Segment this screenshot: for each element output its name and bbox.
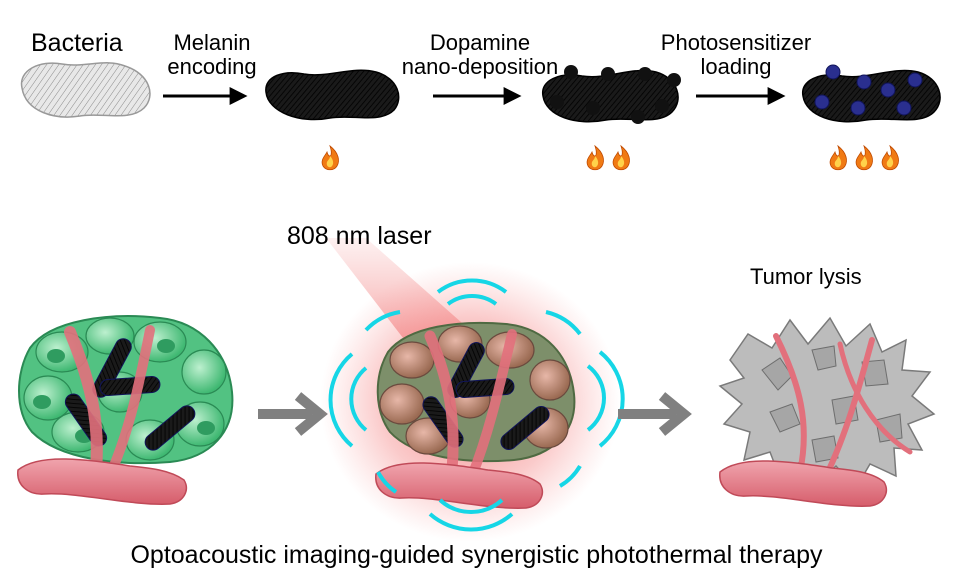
cell-nucleus [157, 339, 175, 353]
ps-particle [850, 100, 866, 116]
pda-particle [631, 110, 645, 124]
tumor-untreated [17, 315, 234, 505]
ps-particle [856, 74, 872, 90]
pda-particle [586, 101, 600, 115]
blood-vessel-branch [837, 341, 913, 455]
acoustic-waves [328, 278, 625, 532]
cell-fragment [861, 359, 889, 387]
blood-vessel-branch [467, 329, 517, 481]
tumor-bacterium [500, 406, 550, 450]
label-step-line1: Melanin [173, 30, 251, 55]
tumor-lysed [718, 316, 936, 507]
wave-arc-bottom [428, 512, 514, 532]
wave-arc-bottom [438, 498, 504, 514]
flame-group-photosensitizer [829, 144, 899, 171]
label-step-line1: Dopamine [429, 30, 531, 55]
label-laser: 808 nm laser [287, 222, 432, 250]
blood-vessel-branch [64, 326, 103, 476]
flame-group-dopamine [586, 144, 630, 171]
melanin-stage [265, 69, 400, 121]
label-step-dopamine: Dopamine nano-deposition [392, 32, 568, 78]
blood-vessel-branch [105, 325, 155, 480]
ps-particle [907, 72, 923, 88]
label-step-line2: encoding [167, 54, 257, 79]
wave-arc-left [328, 352, 354, 448]
wave-arc-right [598, 350, 625, 448]
treatment-arrow-2 [618, 392, 692, 436]
flame-core [617, 156, 625, 168]
treatment-arrow-1 [258, 392, 328, 436]
label-step-melanin: Melanin encoding [152, 32, 272, 78]
wave-arc-upper-left [364, 310, 401, 332]
label-bacteria: Bacteria [31, 29, 123, 57]
wave-arc-lower-right [558, 464, 582, 488]
melanin-bacterium-shape [265, 69, 400, 121]
blood-vessel [17, 458, 188, 505]
label-step-line1: Photosensitizer [660, 30, 812, 55]
wave-arc-right [586, 364, 606, 432]
dopamine-bacterium-shape [542, 69, 679, 123]
pda-particle [667, 73, 681, 87]
pda-nanoparticles [550, 65, 681, 124]
heated-cell [379, 383, 425, 425]
ps-particle [896, 100, 912, 116]
blood-vessel [375, 462, 544, 509]
cell-fragment [811, 435, 839, 463]
cell-fragment [769, 403, 801, 433]
flame-core [834, 156, 842, 168]
ps-nanoparticles [814, 64, 923, 116]
wave-arc-top [436, 278, 508, 294]
tumor-bacterium [144, 405, 196, 451]
pda-particle [550, 95, 564, 109]
blood-vessel-branch [823, 337, 875, 479]
pda-particle [564, 65, 578, 79]
tumor-bacterium [99, 375, 161, 397]
flame-group-melanin [321, 144, 339, 171]
ps-particle [880, 82, 896, 98]
blood-vessel [719, 460, 888, 507]
wave-arc-upper-right [545, 310, 582, 336]
tumor-cell [181, 349, 227, 395]
bacteria-stage [20, 62, 151, 118]
blood-vessel-branch [773, 333, 807, 475]
cell-nucleus [33, 395, 51, 409]
cell-nucleus [197, 421, 215, 435]
flame-core [326, 156, 334, 168]
ps-particle [814, 94, 830, 110]
label-tumor-lysis: Tumor lysis [750, 264, 862, 289]
tumor-cell-nuclei [33, 339, 215, 443]
cell-fragment [875, 413, 903, 443]
cell-fragment [811, 345, 837, 371]
label-step-line2: loading [700, 54, 772, 79]
wave-arc-left [349, 366, 368, 432]
wave-arc-top [446, 294, 498, 306]
flame-core [591, 156, 599, 168]
pda-particle [638, 67, 652, 81]
flame-core [860, 156, 868, 168]
cell-nucleus [47, 349, 65, 363]
heated-cell [529, 359, 571, 401]
label-step-photosensitizer: Photosensitizer loading [648, 32, 824, 78]
photosensitizer-stage [802, 64, 941, 123]
label-step-line2: nano-deposition [401, 54, 559, 79]
flame-core [886, 156, 894, 168]
pda-particle [655, 99, 669, 113]
pda-particle [601, 67, 615, 81]
ps-particle [825, 64, 841, 80]
heated-cell [389, 341, 435, 379]
dopamine-stage [542, 65, 681, 124]
wave-arc-lower-left [376, 470, 398, 494]
tumor-heated [375, 321, 576, 509]
figure-caption: Optoacoustic imaging-guided synergistic … [130, 541, 823, 569]
bacterium-shape [20, 62, 151, 118]
blood-vessel-branch [424, 330, 459, 476]
